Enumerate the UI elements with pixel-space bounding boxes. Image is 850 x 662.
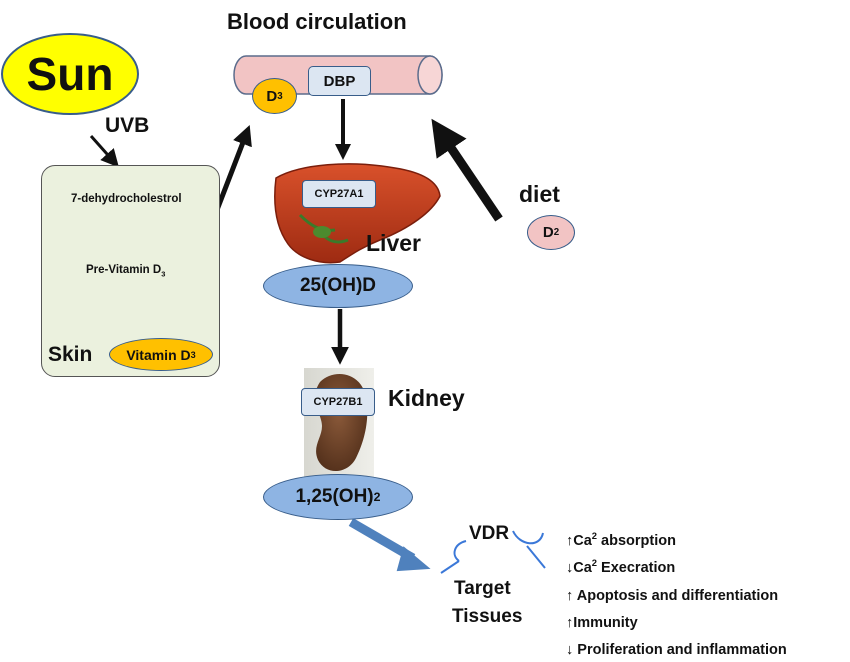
kidney-image <box>304 368 374 479</box>
effect-item: ↑Immunity <box>566 614 638 631</box>
25ohd-node: 25(OH)D <box>263 264 413 308</box>
cyp27b1-node: CYP27B1 <box>301 388 375 416</box>
sun-node: Sun <box>1 33 139 115</box>
effect-item: ↑ Apoptosis and differentiation <box>566 587 779 604</box>
target-tissues-line2: Tissues <box>452 606 523 627</box>
uvb-arrow <box>89 135 119 168</box>
diet-to-blood-arrow <box>431 118 503 222</box>
blood-circulation-title: Blood circulation <box>227 9 407 34</box>
diet-label: diet <box>519 181 560 207</box>
cyp27a1-node: CYP27A1 <box>302 180 376 208</box>
liver-label: Liver <box>366 230 421 256</box>
sun-label: Sun <box>26 48 114 100</box>
vdr-receptor-icon <box>440 530 546 574</box>
skin-step-7-dehydrocholesterol: 7-dehydrocholestrol <box>71 193 182 205</box>
kidney-label: Kidney <box>388 385 465 411</box>
dbp-node: DBP <box>308 66 371 96</box>
125oh2-node: 1,25(OH)2 <box>263 474 413 520</box>
effect-item: ↓Ca2 Execration <box>566 557 676 577</box>
skin-step-pre-vitamin-d3: Pre-Vitamin D3 <box>86 264 166 279</box>
vdr-label: VDR <box>469 523 510 544</box>
uvb-label: UVB <box>105 114 150 137</box>
effect-item: ↓ Proliferation and inflammation <box>566 642 787 659</box>
effect-item: ↑Ca2 absorption <box>566 530 676 549</box>
effects-list: ↑Ca2 absorption ↓Ca2 Execration ↑ Apopto… <box>566 525 787 662</box>
target-tissues-line1: Target <box>454 578 511 599</box>
skin-label: Skin <box>48 343 93 366</box>
